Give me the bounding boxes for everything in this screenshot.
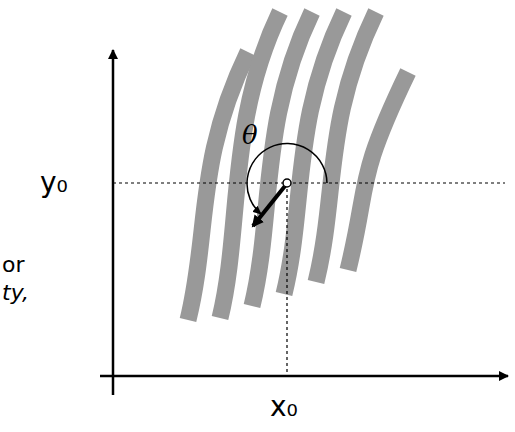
text-fragment: ty,: [2, 280, 29, 305]
x-axis: [100, 375, 508, 378]
text-fragment: or: [2, 252, 25, 277]
grating-stripe: [348, 72, 408, 270]
angle-label: θ: [242, 120, 258, 150]
dashed-guide: [113, 182, 505, 183]
dashed-guide: [286, 183, 287, 376]
direction-arrow: [253, 186, 285, 226]
center-point: [283, 179, 291, 187]
y-axis: [112, 50, 115, 395]
axis-label: x₀: [270, 390, 298, 423]
axis-label: y₀: [40, 166, 68, 199]
grating-stripes: [188, 12, 408, 320]
angle-arc: [247, 144, 327, 214]
